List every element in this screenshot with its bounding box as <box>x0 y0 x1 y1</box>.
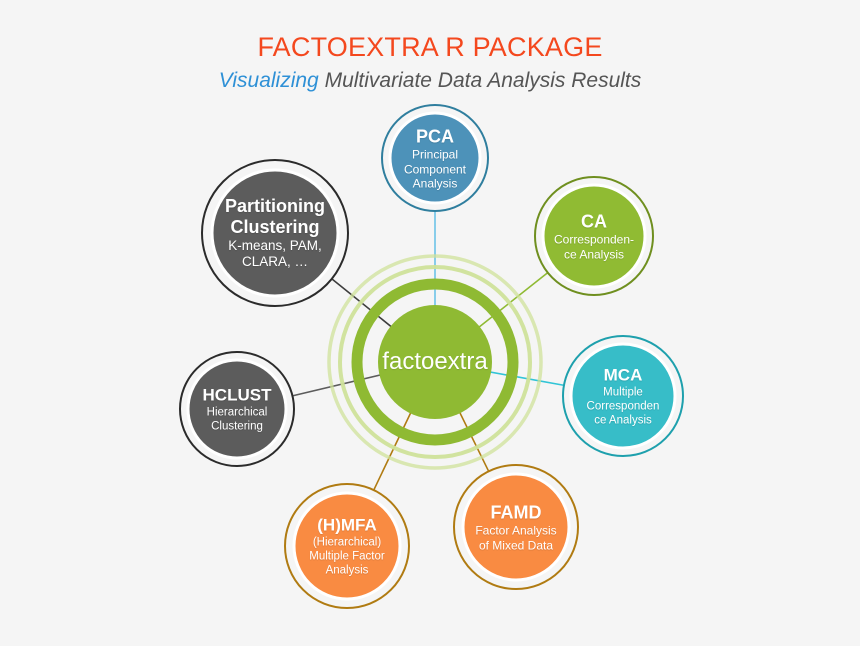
node-disc-hclust <box>186 358 288 460</box>
node-disc-famd <box>461 472 571 582</box>
node-disc-partitioning <box>210 168 340 298</box>
node-ring-partitioning <box>201 159 349 307</box>
hub-ring <box>351 278 519 446</box>
node-ring-ca <box>534 176 654 296</box>
node-hmfa <box>284 483 410 609</box>
hub-rings <box>327 254 543 470</box>
hub-halo-outer <box>327 254 543 470</box>
hub-core <box>378 305 492 419</box>
node-disc-hmfa <box>292 491 402 601</box>
node-disc-mca <box>569 342 677 450</box>
node-pca <box>381 104 489 212</box>
node-ring-hclust <box>179 351 295 467</box>
node-ring-pca <box>381 104 489 212</box>
hub-halo-inner <box>338 265 532 459</box>
node-ring-famd <box>453 464 579 590</box>
node-partitioning <box>201 159 349 307</box>
node-mca <box>562 335 684 457</box>
node-ca <box>534 176 654 296</box>
node-ring-mca <box>562 335 684 457</box>
node-disc-pca <box>388 111 482 205</box>
node-hclust <box>179 351 295 467</box>
node-disc-ca <box>541 183 647 289</box>
node-ring-hmfa <box>284 483 410 609</box>
node-famd <box>453 464 579 590</box>
node-circles <box>179 104 684 609</box>
